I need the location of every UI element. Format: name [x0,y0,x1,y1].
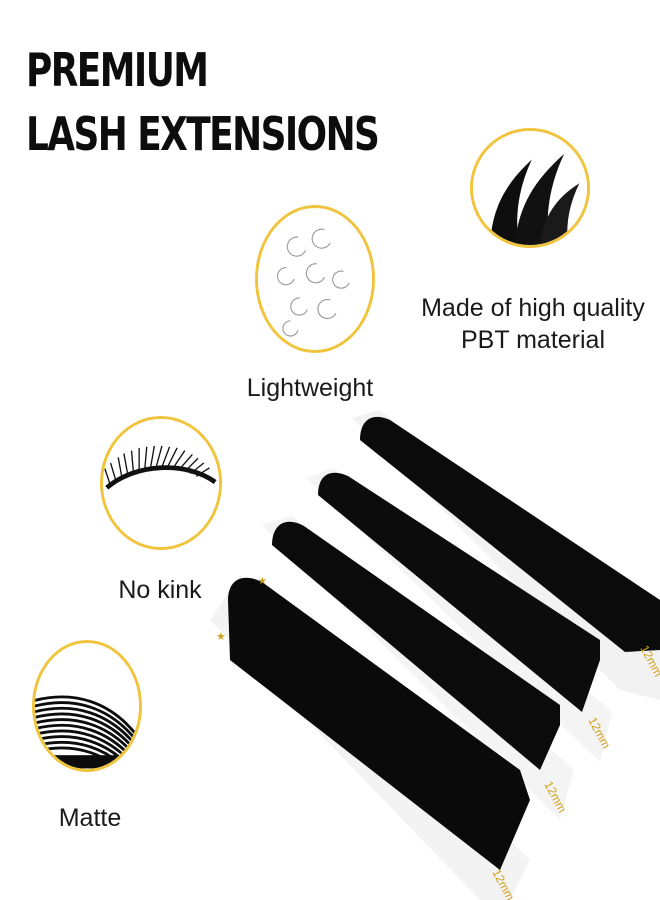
page-title: PREMIUM LASH EXTENSIONS [26,38,380,166]
title-line-1: PREMIUM [26,43,209,97]
curl-icon [255,205,375,353]
lightweight-label: Lightweight [246,374,374,402]
eye-lash-icon [100,416,222,550]
lash-tray-4: ★ 12mm [210,575,530,900]
lash-strands-icon [32,640,142,772]
lash-tray-1: 12mm [352,410,660,700]
tray-4-star: ★ [216,631,226,643]
title-line-2: LASH EXTENSIONS [26,107,380,161]
material-label: Made of high quality PBT material [421,294,645,354]
no-kink-label: No kink [118,576,202,604]
matte-label: Matte [58,804,122,832]
lash-tips-icon [470,128,590,248]
